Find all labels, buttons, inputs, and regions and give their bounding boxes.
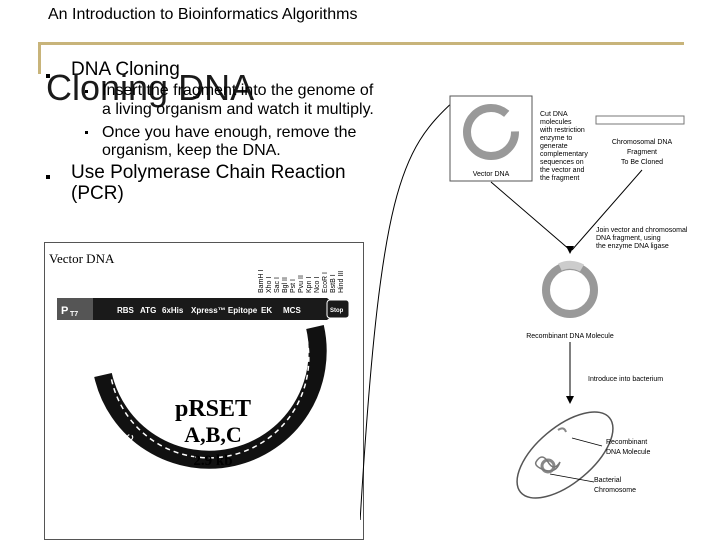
puc-label: pUC	[121, 433, 136, 454]
subbullet-marker	[85, 90, 88, 93]
enzyme-label: Hind III	[338, 271, 345, 293]
enzyme-label: Xho I	[266, 277, 273, 293]
header-rule-left	[38, 42, 41, 74]
feature-label: 6xHis	[162, 306, 184, 315]
feature-label: ATG	[140, 306, 156, 315]
svg-text:complementary: complementary	[540, 151, 588, 158]
svg-text:Chromosomal DNA: Chromosomal DNA	[612, 139, 673, 146]
feature-label: RBS	[117, 306, 135, 315]
svg-text:enzyme to: enzyme to	[540, 135, 572, 142]
svg-text:generate: generate	[540, 143, 568, 150]
bacterial-chromosome-label: Bacterial Chromosome	[594, 477, 636, 494]
vector-dna-figure: Vector DNA BamH I Xho I Sac I Bgl II Pst…	[44, 242, 364, 540]
vector-dna-caption: Vector DNA	[49, 251, 115, 266]
f1-ori-label: f1 ori	[265, 367, 280, 391]
promoter-label: P	[61, 305, 68, 317]
enzyme-label: EcoR I	[322, 272, 329, 293]
feature-label: Xpress™ Epitope	[191, 306, 258, 315]
svg-text:Chromosome: Chromosome	[594, 487, 636, 494]
plasmid-ring	[94, 325, 327, 469]
introduce-note: Introduce into bacterium	[588, 376, 663, 383]
enzyme-label: Sac I	[274, 277, 281, 293]
promoter-sub: T7	[70, 311, 78, 318]
vector-dna-label: Vector DNA	[473, 171, 510, 178]
svg-text:Recombinant: Recombinant	[606, 439, 647, 446]
svg-text:Join vector and chromosomal: Join vector and chromosomal	[596, 227, 688, 234]
svg-text:the fragment: the fragment	[540, 175, 579, 182]
enzyme-label: Pst I	[290, 279, 297, 293]
subbullet-insert-line1: Insert the fragment into the genome of	[102, 82, 374, 99]
slide-title: Cloning DNA	[46, 67, 255, 108]
subbullet-insert-line2: a living organism and watch it multiply.	[102, 101, 374, 118]
bullet-pcr-line2: (PCR)	[71, 183, 124, 204]
svg-text:Bacterial: Bacterial	[594, 477, 622, 484]
svg-text:Fragment: Fragment	[627, 149, 657, 156]
ampicillin-label: Ampicillin	[223, 477, 265, 507]
svg-text:DNA Molecule: DNA Molecule	[606, 449, 650, 456]
enzyme-label: BstB I	[330, 274, 337, 293]
chromosomal-fragment	[595, 115, 685, 125]
svg-text:the vector and: the vector and	[540, 167, 584, 174]
plasmid-name: pRSET	[175, 396, 251, 422]
cut-dna-note: Cut DNA molecules with restriction enzym…	[539, 111, 588, 182]
bacterium	[516, 411, 614, 499]
presentation-header: An Introduction to Bioinformatics Algori…	[48, 6, 358, 23]
svg-text:Cut DNA: Cut DNA	[540, 111, 568, 118]
bullet-pcr-line1: Use Polymerase Chain Reaction	[71, 162, 346, 183]
svg-text:the enzyme DNA ligase: the enzyme DNA ligase	[596, 243, 669, 250]
enzyme-label: BamH I	[258, 270, 265, 293]
plasmid-map: BamH I Xho I Sac I Bgl II Pst I Pvu II K…	[57, 270, 350, 507]
recombinant-label: Recombinant DNA Molecule	[526, 333, 614, 340]
enzyme-label: Nco I	[314, 277, 321, 293]
feature-label: EK	[261, 306, 272, 315]
subbullet-remove-line1: Once you have enough, remove the	[102, 124, 357, 141]
header-rule	[38, 42, 684, 45]
restriction-enzyme-list: BamH I Xho I Sac I Bgl II Pst I Pvu II K…	[258, 270, 345, 293]
subbullet-marker	[85, 131, 88, 134]
svg-text:To Be Cloned: To Be Cloned	[621, 159, 663, 166]
enzyme-label: Kpn I	[306, 277, 313, 293]
svg-text:molecules: molecules	[540, 119, 572, 126]
recombinant-cell-label: Recombinant DNA Molecule	[606, 439, 650, 456]
plasmid-size: 2.9 kb	[193, 453, 232, 469]
bullet-marker	[46, 175, 50, 179]
bullet-dna-cloning: DNA Cloning	[71, 59, 180, 80]
feature-label: MCS	[283, 306, 301, 315]
svg-text:DNA fragment, using: DNA fragment, using	[596, 235, 661, 242]
expression-cassette-bar	[57, 298, 327, 320]
cloning-process-diagram: Vector DNA Cut DNA molecules with restri…	[360, 95, 688, 520]
enzyme-label: Bgl II	[282, 277, 289, 293]
plasmid-versions: A,B,C	[184, 422, 241, 447]
svg-text:sequences on: sequences on	[540, 159, 584, 166]
svg-text:with restriction: with restriction	[539, 127, 585, 134]
subbullet-remove-line2: organism, keep the DNA.	[102, 142, 281, 159]
chromosomal-fragment-label: Chromosomal DNA Fragment To Be Cloned	[612, 139, 673, 166]
recombinant-plasmid	[542, 262, 598, 318]
stop-label: Stop	[330, 308, 344, 314]
join-note: Join vector and chromosomal DNA fragment…	[596, 227, 688, 250]
enzyme-label: Pvu II	[298, 275, 305, 293]
bullet-marker	[46, 74, 50, 78]
